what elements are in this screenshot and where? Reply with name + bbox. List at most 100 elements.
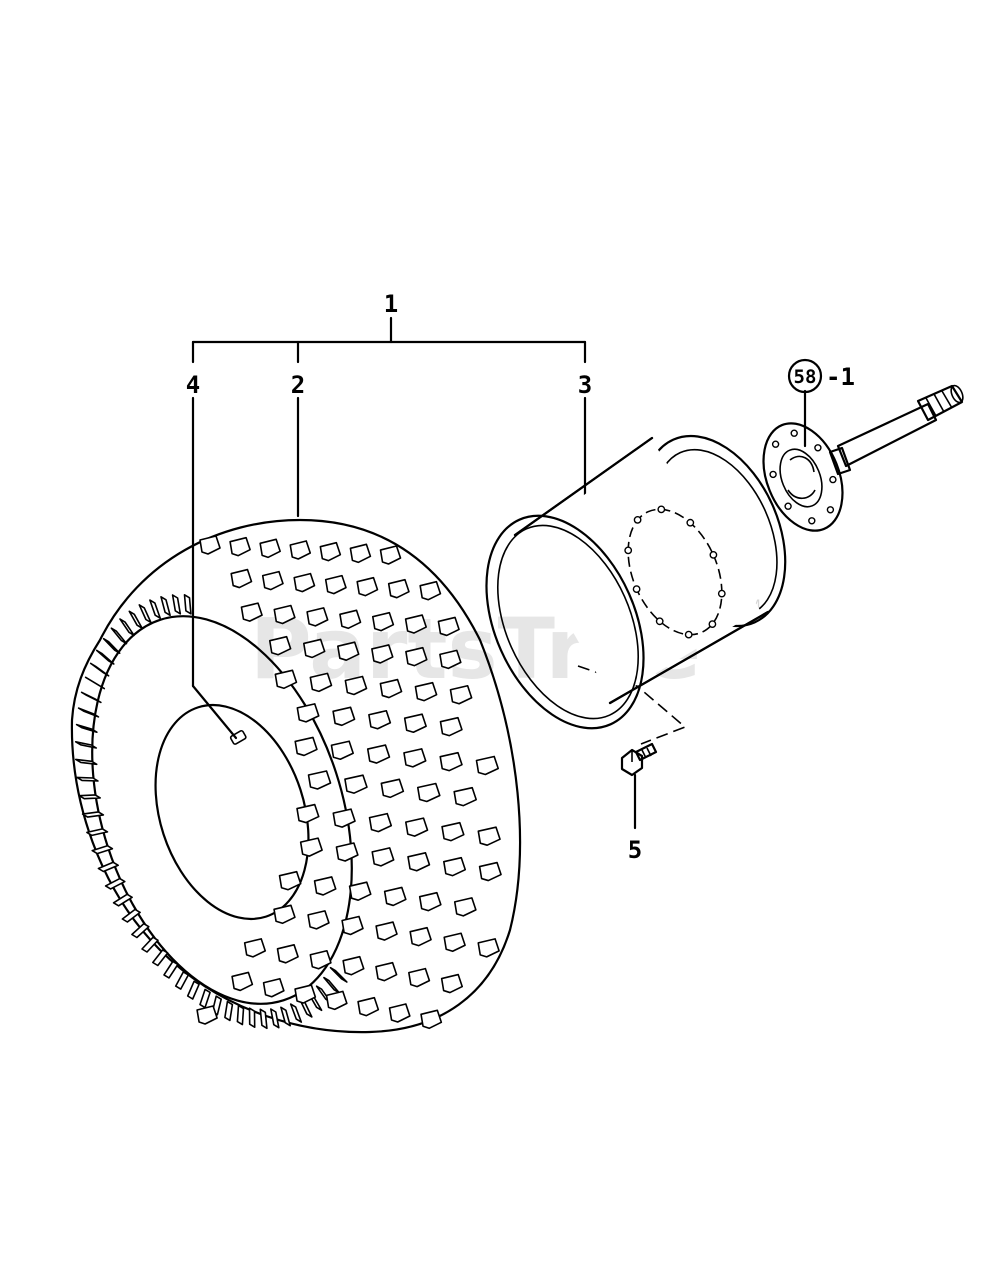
tread-block [356,576,379,597]
wheel-bolt [620,742,658,777]
sidewall-lug [91,844,114,855]
sidewall-lug [171,594,182,615]
tread-block [379,678,403,699]
rim-hole [686,518,695,527]
tread-block [388,1003,411,1023]
flange-hole [808,517,816,525]
tread-block [403,748,427,768]
tread-block [262,977,285,998]
tread-block [371,611,395,632]
sidewall-lug [84,676,106,690]
tread-block [196,1005,218,1025]
flange-hole [771,440,780,448]
rim-bolt-holes [624,505,726,639]
tread-block [273,604,296,625]
tread-block [475,755,500,776]
sidewall-lug [119,618,135,637]
flange-hole [829,475,837,484]
tread-block [268,635,292,656]
tread-pattern [196,535,502,1030]
sidewall-lug [141,936,159,953]
tread-block [319,541,342,562]
tread-block [418,891,442,912]
flange-hole [784,502,792,510]
tread-block [339,609,362,630]
sidewall-lug [160,596,171,617]
flange-hole [814,444,822,452]
sidewall-lug [75,723,98,733]
tread-block [296,803,320,824]
tread-block [335,842,359,862]
tire [70,518,522,1034]
callout-2-tire: 2 [291,371,305,399]
tread-block [440,973,464,994]
tread-block [344,675,368,696]
tread-block [307,770,332,790]
sidewall-lug [259,1008,268,1030]
tread-block [405,646,428,667]
tread-block [273,904,296,925]
sidewall-lug [75,758,98,766]
leader-lines [191,316,807,830]
sidewall-lug [128,610,143,629]
rim-hole [655,617,664,626]
tread-block [439,751,463,772]
tread-block [309,672,333,693]
rim-hole [708,620,717,628]
rim-hole [684,630,693,639]
tread-block [289,540,312,560]
sidewall-lug [77,707,100,718]
flange-hole [790,429,798,437]
sidewall-lug [78,794,101,800]
sidewall-lug [174,971,190,990]
sidewall-lug [280,1006,291,1027]
tread-block [419,580,442,601]
tread-block [330,740,354,761]
tread-block [404,817,429,837]
tread-block [478,861,502,882]
sidewall-lug [95,649,115,665]
sidewall-lug [76,776,99,782]
rim-hole [657,505,666,514]
tread-block [375,921,398,941]
tread-block [349,543,372,564]
sidewall-lug [152,949,169,967]
tread-block [371,847,395,867]
sidewall-lug [248,1007,256,1028]
tread-block [259,538,281,559]
flange-hole [826,506,835,514]
reference-callout-58: 58 -1 [787,358,855,394]
tread-block [477,938,500,958]
tread-block [307,910,330,930]
axle-hub [762,384,964,532]
sidewall-lug [270,1008,280,1029]
rim-hole [717,589,726,598]
tread-block [294,984,317,1004]
tread-block [306,607,329,627]
callout-4-valve: 4 [186,371,200,399]
wheel-rim [485,434,787,730]
tread-block [403,713,427,734]
sidewall-lug [86,828,109,837]
sidewall-lug [131,922,150,939]
sidewall-lug [224,1000,234,1022]
sidewall-lug [97,861,119,873]
tread-block [332,706,356,727]
sidewall-lug [163,960,179,979]
rim-hole [632,585,641,593]
tread-block [357,996,380,1017]
tread-block [380,778,405,799]
sidewall-lug [329,966,348,983]
sidewall-lug [186,980,200,1000]
callout-3-rim: 3 [578,371,592,399]
sidewall-lug [138,604,152,624]
tread-block [437,616,460,637]
tread-block [309,949,332,970]
tread-block [199,535,221,555]
tread-block [299,837,323,857]
reference-circle-number: 58 [794,366,817,388]
sidewall-lug [81,811,105,818]
flange-hole [769,470,777,479]
sidewall-lug [80,691,102,704]
